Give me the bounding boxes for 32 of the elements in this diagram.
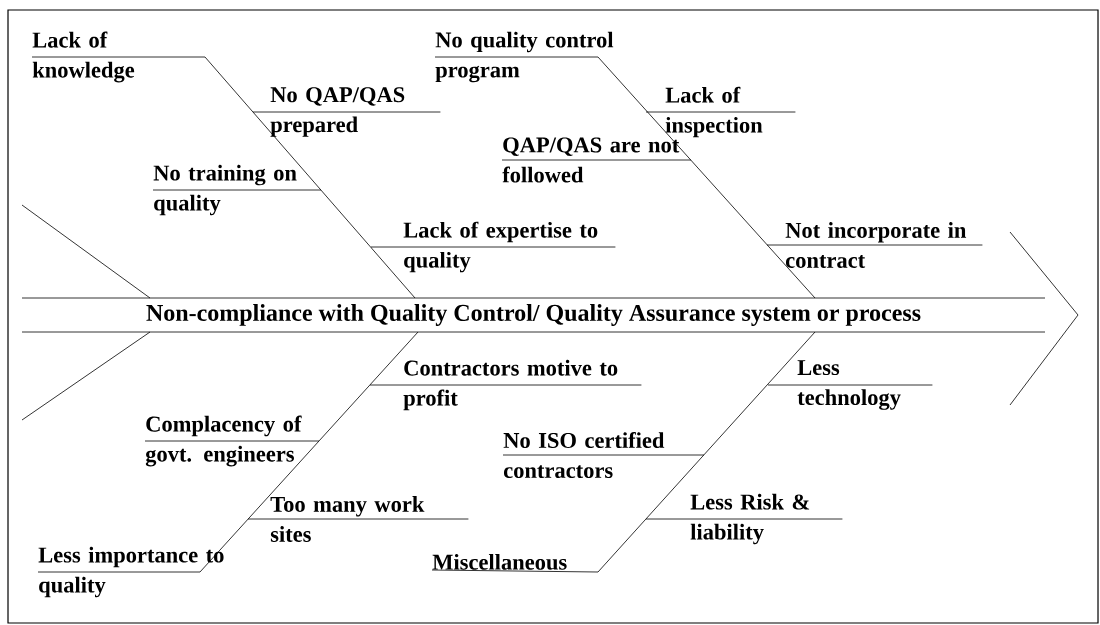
fish-bone — [434, 56, 816, 299]
cause-label: QAP/QAS are not followed — [502, 137, 680, 183]
cause-label: No quality control program — [435, 31, 614, 83]
branch-line — [766, 244, 983, 246]
cause-label: Lack of inspection — [665, 86, 763, 138]
cause-label: Not incorporate in contract — [785, 222, 967, 268]
cause-label: Miscellaneous — [432, 553, 567, 570]
cause-label: Lack of knowledge — [32, 31, 135, 83]
branch-line — [369, 384, 642, 386]
fish-bone — [31, 56, 416, 299]
branch-line — [645, 111, 796, 113]
cause-label: Complacency of govt. engineers — [145, 415, 302, 467]
fish-bone — [37, 331, 419, 573]
branch-line — [645, 518, 843, 520]
cause-label: Lack of expertise to quality — [403, 221, 598, 273]
branch-line — [501, 159, 692, 161]
cause-label: Less importance to quality — [38, 546, 224, 598]
cause-label: No ISO certified contractors — [503, 432, 665, 479]
branch-line — [152, 189, 322, 191]
fish-bone — [431, 331, 816, 573]
branch-line — [144, 440, 320, 442]
cause-label: No QAP/QAS prepared — [270, 87, 405, 137]
cause-label: Less technology — [797, 360, 901, 410]
branch-line — [370, 246, 616, 248]
cause-label: No training on quality — [153, 164, 297, 216]
branch-line — [502, 454, 705, 456]
branch-line — [252, 111, 441, 113]
cause-label: Too many work sites — [270, 496, 425, 542]
branch-line — [767, 384, 933, 386]
cause-label: Contractors motive to profit — [403, 359, 618, 411]
cause-label: Less Risk & liability — [690, 493, 810, 545]
branch-line — [247, 518, 469, 520]
